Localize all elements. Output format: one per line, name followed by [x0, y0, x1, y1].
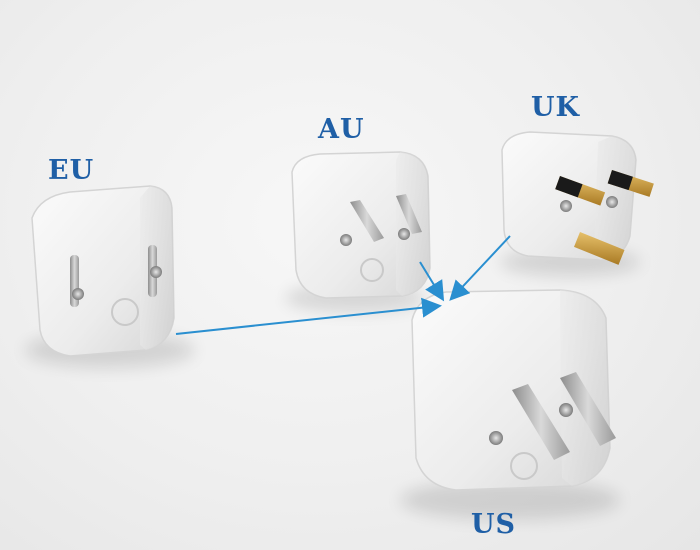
au-pin-right	[396, 194, 422, 234]
label-au: AU	[318, 114, 365, 145]
eu-screw-right	[150, 266, 162, 278]
arrow-uk-to-us	[449, 235, 511, 301]
eu-screw-left	[72, 288, 84, 300]
us-screw-right	[559, 403, 573, 417]
uk-pin-earth	[574, 231, 625, 265]
us-pin-right	[560, 372, 616, 446]
us-pin-left	[512, 384, 570, 460]
label-eu: EU	[48, 155, 95, 186]
uk-adapter	[501, 131, 654, 265]
au-safety-mark	[360, 258, 384, 282]
uk-screw-right	[606, 196, 618, 208]
uk-screw-left	[560, 200, 572, 212]
label-us: US	[471, 509, 517, 540]
eu-adapter	[31, 185, 175, 357]
au-adapter	[291, 151, 431, 299]
us-screw-left	[489, 431, 503, 445]
au-screw-left	[340, 234, 352, 246]
us-adapter	[411, 289, 616, 491]
uk-pin-right	[607, 170, 654, 197]
label-uk: UK	[531, 92, 581, 123]
eu-safety-mark	[111, 298, 139, 326]
au-screw-right	[398, 228, 410, 240]
arrow-au-to-us	[419, 261, 445, 302]
arrows	[175, 235, 511, 335]
arrow-eu-to-us	[175, 297, 442, 335]
au-pin-left	[350, 200, 384, 242]
us-safety-mark	[510, 452, 538, 480]
uk-pin-left	[555, 175, 606, 206]
